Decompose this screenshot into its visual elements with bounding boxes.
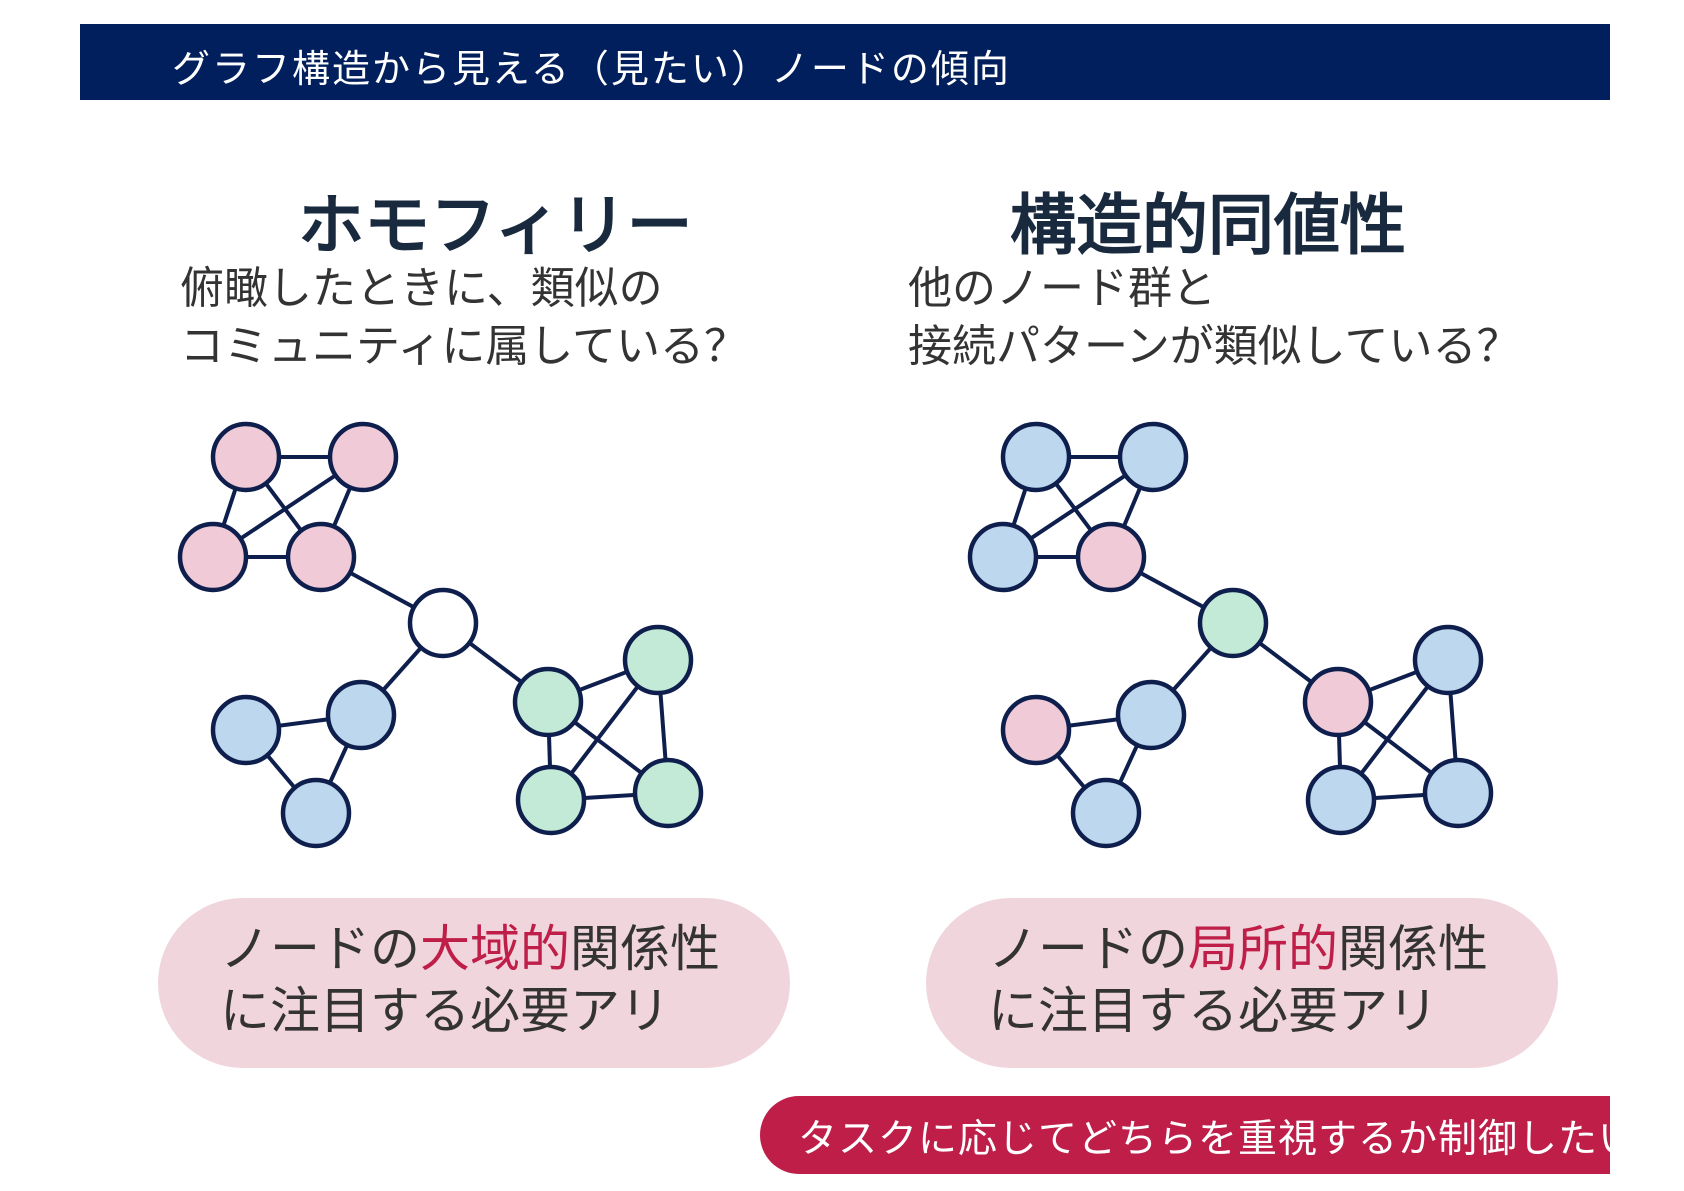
- structural-node-6: [1000, 694, 1072, 766]
- homophily-graph: [177, 421, 704, 849]
- structural-node-0: [1000, 421, 1072, 493]
- homophily-desc-line2: コミュニティに属している？: [180, 321, 749, 372]
- homophily-desc-line1: 俯瞰したときに、類似の: [180, 263, 663, 314]
- homophily-node-10: [515, 764, 587, 836]
- note-accent-global: 大域的: [420, 920, 570, 978]
- homophily-note-line2: に注目する必要アリ: [220, 982, 670, 1040]
- structural-equivalence-graph: [967, 421, 1494, 849]
- structural-node-11: [1422, 757, 1494, 829]
- structural-note-line2: に注目する必要アリ: [988, 982, 1438, 1040]
- homophily-title: ホモフィリー: [298, 187, 693, 264]
- structural-node-5: [1115, 679, 1187, 751]
- structural-desc-line1: 他のノード群と: [908, 263, 1216, 314]
- homophily-note-text: ノードの大域的関係性 に注目する必要アリ: [220, 918, 720, 1042]
- homophily-node-6: [210, 694, 282, 766]
- structural-equivalence-description: 他のノード群と 接続パターンが類似している？: [908, 260, 1520, 376]
- homophily-node-11: [632, 757, 704, 829]
- homophily-node-5: [325, 679, 397, 751]
- homophily-node-1: [327, 421, 399, 493]
- structural-node-2: [967, 521, 1039, 593]
- note-prefix: ノードの: [220, 920, 420, 978]
- structural-node-3: [1075, 521, 1147, 593]
- homophily-node-8: [512, 666, 584, 738]
- structural-node-4: [1197, 587, 1269, 659]
- homophily-node-9: [622, 624, 694, 696]
- structural-equivalence-title: 構造的同値性: [1010, 187, 1406, 264]
- structural-note-text: ノードの局所的関係性 に注目する必要アリ: [988, 918, 1488, 1042]
- structural-note-line1: ノードの局所的関係性: [988, 918, 1488, 980]
- structural-node-10: [1305, 764, 1377, 836]
- note-suffix: 関係性: [1338, 920, 1488, 978]
- note-accent-local: 局所的: [1188, 920, 1338, 978]
- conclusion-text: タスクに応じてどちらを重視するか制御したい: [798, 1117, 1639, 1162]
- homophily-node-0: [210, 421, 282, 493]
- header-bar: グラフ構造から見える（見たい）ノードの傾向: [80, 24, 1610, 100]
- page-title: グラフ構造から見える（見たい）ノードの傾向: [172, 47, 1011, 91]
- homophily-note-line1: ノードの大域的関係性: [220, 918, 720, 980]
- homophily-node-2: [177, 521, 249, 593]
- structural-desc-line2: 接続パターンが類似している？: [908, 321, 1521, 372]
- homophily-note: ノードの大域的関係性 に注目する必要アリ: [158, 898, 790, 1068]
- structural-node-1: [1117, 421, 1189, 493]
- structural-node-7: [1070, 777, 1142, 849]
- note-prefix: ノードの: [988, 920, 1188, 978]
- homophily-description: 俯瞰したときに、類似の コミュニティに属している？: [180, 260, 748, 376]
- note-suffix: 関係性: [570, 920, 720, 978]
- structural-node-8: [1302, 666, 1374, 738]
- homophily-node-7: [280, 777, 352, 849]
- structural-equivalence-note: ノードの局所的関係性 に注目する必要アリ: [926, 898, 1558, 1068]
- conclusion-banner: タスクに応じてどちらを重視するか制御したい: [760, 1096, 1637, 1174]
- homophily-node-4: [407, 587, 479, 659]
- structural-node-9: [1412, 624, 1484, 696]
- homophily-node-3: [285, 521, 357, 593]
